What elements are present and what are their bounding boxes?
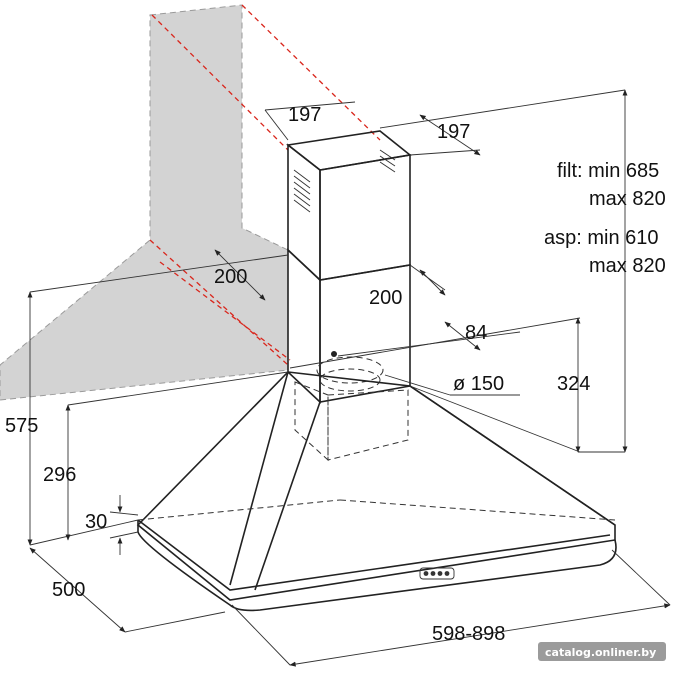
hood-body: [136, 371, 617, 612]
dim-outlet-diameter: ø 150: [453, 373, 504, 395]
dim-rim-height: 30: [85, 511, 107, 533]
wall-silhouette: [0, 4, 289, 401]
control-buttons: [419, 567, 455, 580]
vent-slots-left: [293, 169, 311, 213]
filter-line-2: max 820: [589, 188, 666, 210]
upper-chimney: [286, 130, 412, 282]
vent-slots-right: [379, 149, 396, 173]
dim-duct-width-lower: 200: [214, 266, 247, 288]
aspiration-line-1: asp: min 610: [544, 227, 659, 249]
outlet-hidden-lines: [294, 351, 409, 462]
filter-line-1: filt: min 685: [557, 160, 659, 182]
dimension-lines: [27, 89, 671, 667]
dim-width: 598-898: [432, 623, 505, 645]
mounting-guide-lines: [149, 4, 381, 366]
watermark-text: catalog.onliner.by: [545, 646, 656, 659]
dim-body-height: 296: [43, 464, 76, 486]
dim-duct-width-top: 197: [288, 104, 321, 126]
dim-wall-offset: 84: [465, 322, 487, 344]
aspiration-line-2: max 820: [589, 255, 666, 277]
dim-duct-depth-lower: 200: [369, 287, 402, 309]
dim-chimney-height: 324: [557, 373, 590, 395]
dim-duct-depth-top: 197: [437, 121, 470, 143]
watermark: catalog.onliner.by: [538, 642, 666, 661]
dim-depth: 500: [52, 579, 85, 601]
dim-overall-height: 575: [5, 415, 38, 437]
